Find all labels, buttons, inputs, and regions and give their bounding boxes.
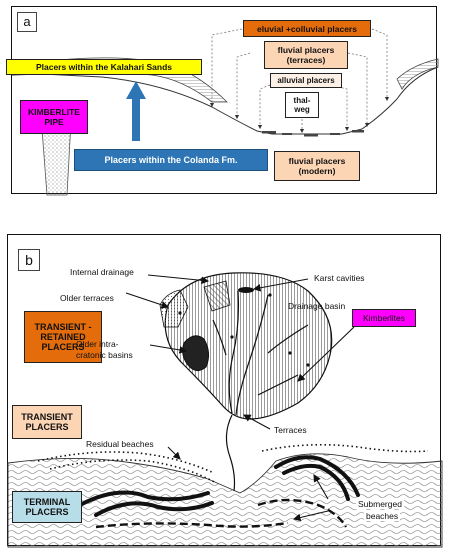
kimberlite-pipe-label: KIMBERLITE PIPE [20,100,88,134]
alluvial-text: alluvial placers [277,76,335,85]
transient-retained-text-3: PLACERS [41,342,85,352]
panel-b-letter: b [18,249,40,271]
older-basins-label-1: Older intra- [76,339,119,349]
drainage-basin [164,272,333,420]
panel-b-map [7,272,443,548]
kimberlite-dots [178,293,310,367]
transient-placers-text-1: TRANSIENT [21,412,73,422]
transient-retained-text-1: TRANSIENT - [34,322,92,332]
older-basins-label-2: cratonic basins [76,350,133,360]
ground-profile [11,66,439,135]
thalweg-label: thal- weg [285,92,319,118]
older-terraces-label: Older terraces [60,293,114,303]
alluvial-label: alluvial placers [270,73,342,88]
submerged-beaches-label-2: beaches [364,511,401,521]
kalahari-text: Placers within the Kalahari Sands [35,62,173,72]
panel-a: a Placers within the Kalahari Sands KIMB… [6,6,439,196]
valley-gravel-bars [262,130,364,137]
fluvial-terraces-label: fluvial placers (terraces) [264,41,348,69]
kimberlite-pipe-text-2: PIPE [44,117,64,127]
submerged-beach-lines [95,498,348,529]
transient-placers-text-2: PLACERS [25,422,69,432]
transient-placers-box: TRANSIENT PLACERS [12,405,82,439]
residual-beaches-label: Residual beaches [86,439,154,449]
terminal-placers-text-1: TERMINAL [23,497,71,507]
panel-b: b Internal drainage Karst cavities Older… [7,234,443,548]
thalweg-text-2: weg [294,105,310,114]
panel-a-letter: a [17,12,37,32]
internal-drainage-patch [203,280,231,312]
kimberlites-box: Kimberlites [352,309,416,327]
fluvial-terraces-text-2: (terraces) [286,55,326,65]
transient-retained-text-2: RETAINED [40,332,86,342]
right-hill-sands [396,58,439,90]
intracratonic-basin [182,335,210,371]
terminal-placers-text-2: PLACERS [25,507,69,517]
submerged-beaches-label-1: Submerged [356,499,404,509]
internal-drainage-label: Internal drainage [70,267,134,277]
river-network [212,290,309,492]
residual-beach-lines [37,443,429,484]
drainage-basin-label: Drainage basin [288,301,346,311]
label-arrows [125,274,355,522]
kalahari-label: Placers within the Kalahari Sands [6,59,202,75]
terraces-label: Terraces [274,425,307,435]
blue-up-arrow [126,81,146,141]
eluvial-label: eluvial +colluvial placers [243,20,371,37]
colanda-label: Placers within the Colanda Fm. [74,149,268,171]
karst-cavity [238,287,254,293]
fluvial-terraces-text-1: fluvial placers [277,45,335,55]
fluvial-modern-label: fluvial placers (modern) [274,151,360,181]
karst-cavities-label: Karst cavities [314,273,365,283]
thalweg-text-1: thal- [293,96,311,105]
fluvial-modern-text-2: (modern) [298,166,336,176]
fluvial-modern-text-1: fluvial placers [288,156,346,166]
terminal-placers-box: TERMINAL PLACERS [12,491,82,523]
kimberlites-text: Kimberlites [362,313,406,323]
colanda-text: Placers within the Colanda Fm. [104,155,238,165]
eluvial-text: eluvial +colluvial placers [257,23,357,34]
terminal-coast-lines [78,455,360,517]
transient-retained-box: TRANSIENT - RETAINED PLACERS [24,311,102,363]
kimberlite-pipe-text-1: KIMBERLITE [28,107,80,117]
